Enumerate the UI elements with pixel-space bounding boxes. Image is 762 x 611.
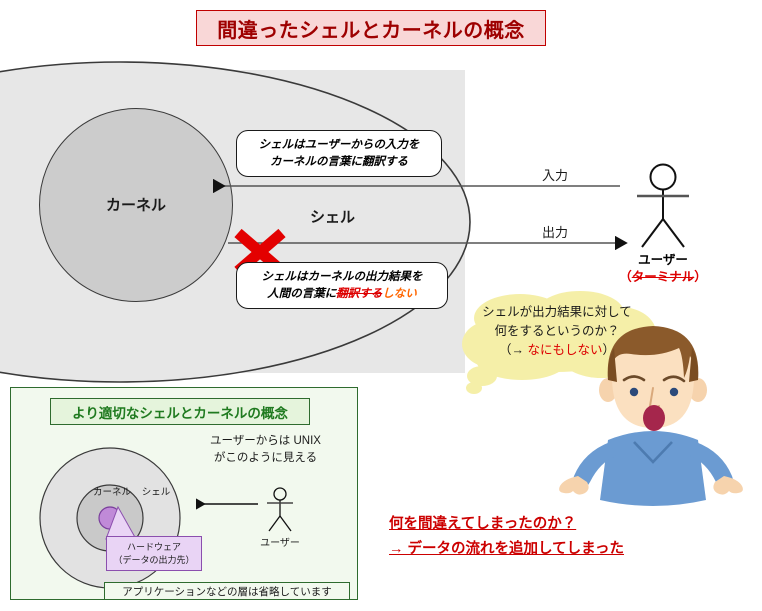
user-stick-figure-icon [637,163,689,248]
user-stick-figure-small-icon [267,487,293,532]
confused-person-illustration [559,326,743,506]
callout-shell-does-not-translate-output: シェルはカーネルの出力結果を 人間の言葉に翻訳するしない [236,262,448,310]
callout-input-line1: シェルはユーザーからの入力を [258,139,420,151]
thought-line2: 何をするというのか？ [494,323,620,338]
conclusion-line2: → データの流れを追加してしまった [389,541,625,558]
shell-label-small: シェル [141,487,171,498]
terminal-note: （ターミナル） [600,269,726,286]
conclusion-line1: 何を間違えてしまったのか？ [389,516,577,532]
callout-output-line1: シェルはカーネルの出力結果を [261,271,423,283]
thought-line3-prefix: （→ [498,342,528,357]
kernel-label-small: カーネル [92,487,131,498]
callout-output-struck: 翻訳する [336,287,383,300]
thought-line3-red: なにもしない [527,342,603,357]
callout-output-line2: 人間の言葉に翻訳するしない [247,286,437,303]
kernel-circle: カーネル [39,108,233,302]
bottom-flow-arrow [196,498,258,510]
terminal-note-struck: ターミナル [631,269,695,284]
better-concept-title-text: より適切なシェルとカーネルの概念 [72,405,288,421]
unix-view-note: ユーザーからは UNIX がこのように見える [183,433,348,466]
thought-bubble-text: シェルが出力結果に対して 何をするというのか？ （→ なにもしない） [459,303,655,359]
page-title-text: 間違ったシェルとカーネルの概念 [217,19,525,42]
conclusion-line1-wrap: 何を間違えてしまったのか？ [389,512,709,537]
unix-view-note-line2: がこのように見える [213,451,318,464]
terminal-note-close: ） [694,269,707,284]
omitted-layers-footnote: アプリケーションなどの層は省略しています [104,582,350,600]
hardware-callout-line2: （データの出力先） [113,554,195,565]
callout-shell-translates-input: シェルはユーザーからの入力を カーネルの言葉に翻訳する [236,130,442,178]
input-arrow-label: 入力 [541,168,568,183]
kernel-label: カーネル [105,196,166,214]
output-arrow-label: 出力 [541,225,568,240]
page-title: 間違ったシェルとカーネルの概念 [196,10,546,46]
unix-view-note-line1: ユーザーからは UNIX [210,435,321,447]
thought-line1: シェルが出力結果に対して [482,305,632,319]
conclusion-text: 何を間違えてしまったのか？ → データの流れを追加してしまった [389,512,709,563]
user-label-small: ユーザー [260,538,300,549]
better-concept-title: より適切なシェルとカーネルの概念 [50,398,310,425]
callout-input-line2: カーネルの言葉に翻訳する [270,155,408,168]
omitted-layers-footnote-text: アプリケーションなどの層は省略しています [122,585,332,598]
user-label-with-terminal-note: ユーザー （ターミナル） [600,252,726,286]
callout-output-prefix: 人間の言葉に [267,287,337,300]
terminal-note-open: （ [619,269,632,284]
hardware-callout: ハードウェア （データの出力先） [106,536,202,572]
conclusion-line2-wrap: → データの流れを追加してしまった [389,537,709,562]
callout-output-suffix: しない [382,287,417,300]
user-label-main-text: ユーザー [638,253,688,267]
hardware-callout-line1: ハードウェア [126,542,181,552]
shell-label: シェル [310,209,356,226]
